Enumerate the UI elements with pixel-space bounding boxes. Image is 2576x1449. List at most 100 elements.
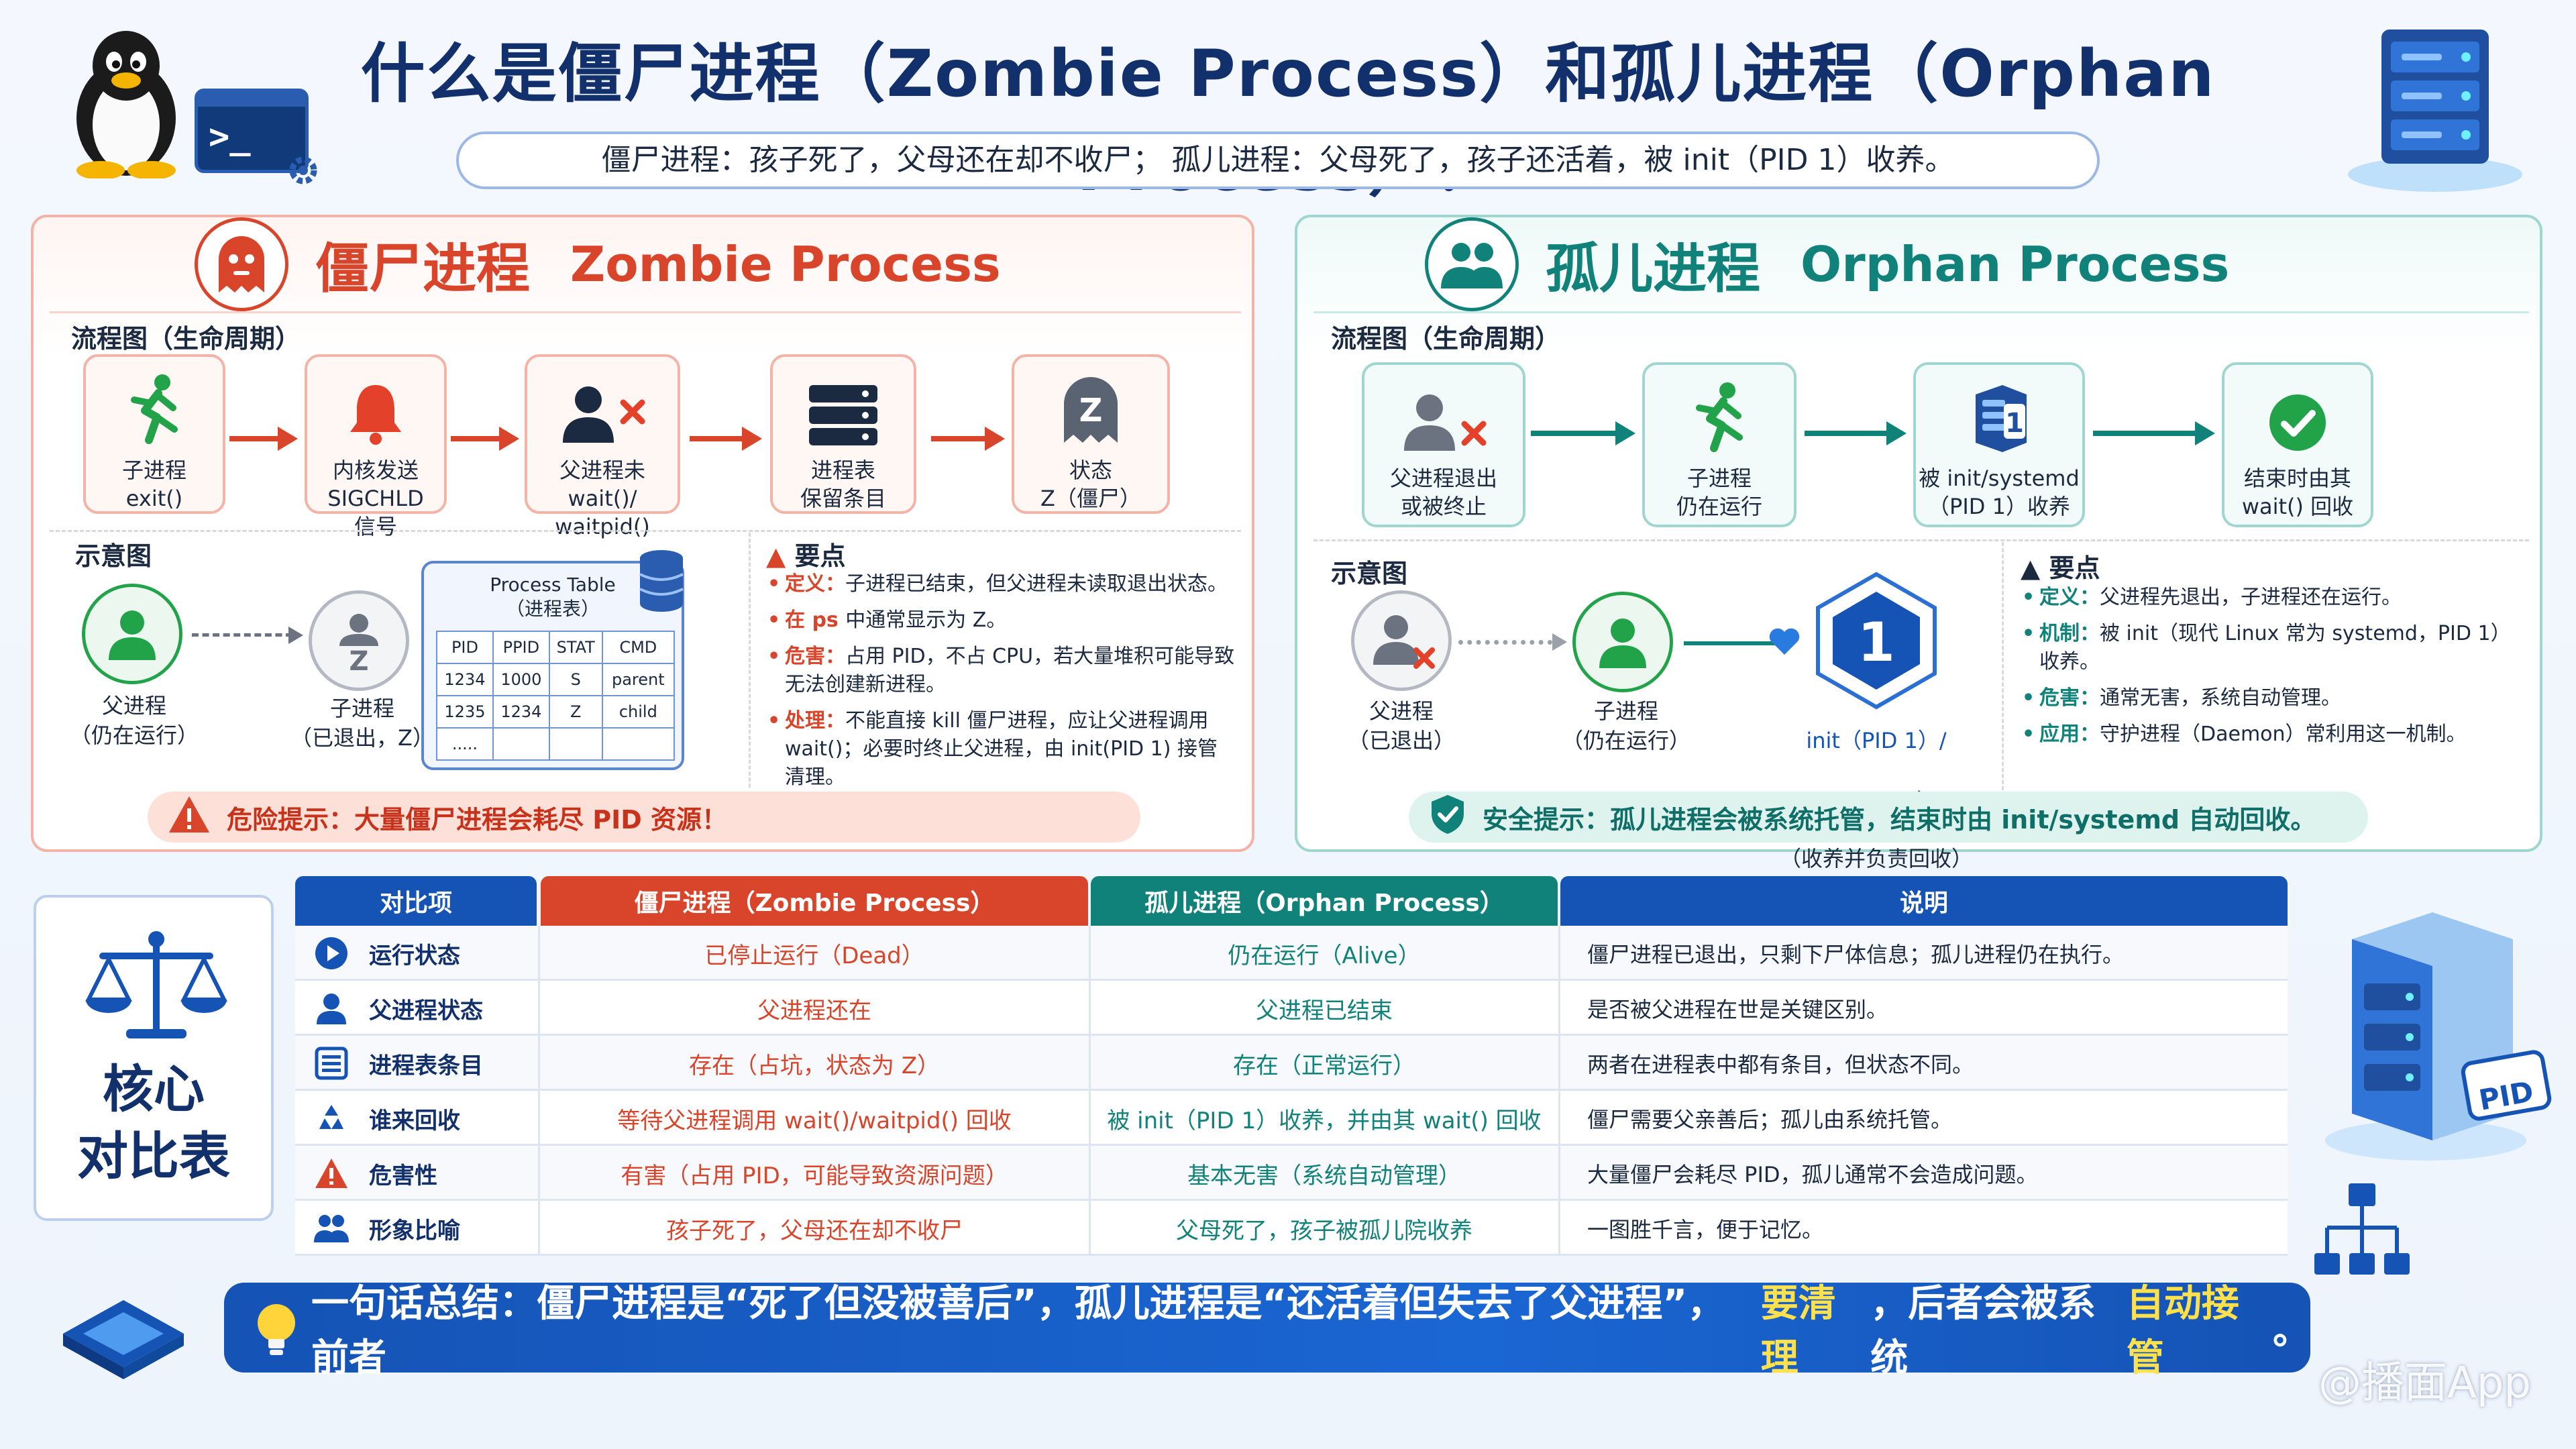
init-label: init（PID 1）/ systemd （收养并负责回收） bbox=[1779, 728, 1973, 871]
ghost-z-icon: Z bbox=[339, 614, 378, 673]
flow-arrow bbox=[931, 427, 1005, 451]
table-row: 进程表条目 存在（占坑，状态为 Z） 存在（正常运行） 两者在进程表中都有条目，… bbox=[295, 1036, 2288, 1091]
server-stack-icon bbox=[773, 366, 914, 447]
cmp-header-aspect: 对比项 bbox=[295, 876, 537, 926]
key-point: •危害：通常无害，系统自动管理。 bbox=[2022, 686, 2341, 710]
key-point: •应用：守护进程（Daemon）常利用这一机制。 bbox=[2022, 722, 2467, 746]
check-circle-icon bbox=[2224, 374, 2371, 455]
table-row: 危害性 有害（占用 PID，可能导致资源问题） 基本无害（系统自动管理） 大量僵… bbox=[295, 1146, 2288, 1201]
cmp-header-orphan: 孤儿进程（Orphan Process） bbox=[1091, 876, 1558, 926]
terminal-icon: >_ bbox=[195, 89, 309, 173]
page-title: 什么是僵尸进程（Zombie Process）和孤儿进程（Orphan Proc… bbox=[360, 36, 2216, 205]
orphan-title-en: Orphan Process bbox=[1801, 236, 2230, 292]
orphan-title-cn: 孤儿进程 bbox=[1546, 237, 1760, 300]
play-icon bbox=[311, 936, 352, 971]
cmp-body: 运行状态 已停止运行（Dead） 仍在运行（Alive） 僵尸进程已退出，只剩下… bbox=[295, 926, 2288, 1261]
server-pid-icon bbox=[2312, 899, 2567, 1170]
terminal-prompt: >_ bbox=[209, 117, 251, 157]
zombie-diagram-label: 示意图 bbox=[75, 541, 152, 571]
table-row: 运行状态 已停止运行（Dead） 仍在运行（Alive） 僵尸进程已退出，只剩下… bbox=[295, 926, 2288, 981]
zombie-child-label: 子进程 （已退出，Z） bbox=[290, 696, 434, 751]
recycle-icon bbox=[311, 1101, 352, 1136]
bell-icon bbox=[307, 366, 444, 447]
scales-icon bbox=[79, 930, 233, 1046]
flow-arrow bbox=[1531, 421, 1635, 445]
orphan-flow-label: 流程图（生命周期） bbox=[1331, 324, 1561, 354]
hierarchy-icon bbox=[2312, 1181, 2412, 1284]
zombie-step-1: 子进程 exit() bbox=[83, 354, 225, 514]
list-icon bbox=[311, 1046, 352, 1081]
zombie-step-4: 进程表 保留条目 bbox=[770, 354, 916, 514]
zombie-parent-node bbox=[82, 584, 182, 684]
orphan-key-title: ▲ 要点 bbox=[2021, 553, 2100, 583]
warning-icon: ▲ bbox=[766, 541, 786, 571]
zombie-parent-label: 父进程 （仍在运行） bbox=[69, 693, 199, 748]
zombie-child-node: Z bbox=[309, 590, 409, 691]
arrow-head bbox=[288, 627, 303, 644]
server-one-icon: 1 bbox=[1916, 374, 2082, 455]
table-row: 谁来回收 等待父进程调用 wait()/waitpid() 回收 被 init（… bbox=[295, 1091, 2288, 1146]
watermark: @播面App bbox=[2318, 1358, 2532, 1408]
shield-check-icon bbox=[1429, 794, 1466, 841]
ghost-icon bbox=[195, 217, 288, 311]
zombie-step-3: 父进程未 wait()/ waitpid() bbox=[525, 354, 680, 539]
key-point: •定义：子进程已结束，但父进程未读取退出状态。 bbox=[767, 572, 1228, 596]
warning-icon: ▲ bbox=[2021, 553, 2041, 583]
orphan-child-node bbox=[1572, 592, 1673, 692]
running-person-icon bbox=[1645, 374, 1794, 455]
users-icon bbox=[1425, 217, 1519, 311]
svg-text:1: 1 bbox=[2005, 408, 2024, 439]
server-rack-icon bbox=[2334, 16, 2536, 200]
flow-arrow bbox=[690, 427, 762, 451]
database-icon bbox=[636, 549, 687, 616]
init-number: 1 bbox=[1858, 611, 1895, 674]
zombie-step-5: Z 状态 Z（僵尸） bbox=[1012, 354, 1170, 514]
lightbulb-icon bbox=[251, 1300, 302, 1367]
zombie-panel-header: 僵尸进程 Zombie Process bbox=[195, 217, 1001, 311]
key-point: •处理：不能直接 kill 僵尸进程，应让父进程调用 wait()；必要时终止父… bbox=[767, 709, 1218, 789]
process-table-title: Process Table （进程表） bbox=[490, 574, 616, 620]
summary-banner: 一句话总结：僵尸进程是“死了但没被善后”，孤儿进程是“还活着但失去了父进程”，前… bbox=[224, 1282, 2310, 1380]
orphan-panel-header: 孤儿进程 Orphan Process bbox=[1425, 217, 2229, 311]
orphan-step-4: 结束时由其 wait() 回收 bbox=[2222, 362, 2373, 527]
flow-arrow bbox=[451, 427, 519, 451]
heart-hand-icon bbox=[1764, 620, 1805, 663]
zombie-title-cn: 僵尸进程 bbox=[315, 237, 530, 300]
orphan-safety-bar: 安全提示：孤儿进程会被系统托管，结束时由 init/systemd 自动回收。 bbox=[1409, 792, 2368, 843]
running-person-icon bbox=[86, 366, 223, 447]
flow-arrow bbox=[1805, 421, 1907, 445]
user-x-icon bbox=[527, 366, 678, 447]
table-row: 形象比喻 孩子死了，父母还在却不收尸 父母死了，孩子被孤儿院收养 一图胜千言，便… bbox=[295, 1201, 2288, 1256]
comparison-side-label: 核心 对比表 bbox=[77, 1059, 230, 1186]
user-icon bbox=[311, 991, 352, 1026]
key-point: •在 ps 中通常显示为 Z。 bbox=[767, 608, 1007, 632]
gear-icon bbox=[284, 152, 322, 192]
orphan-child-label: 子进程 （仍在运行） bbox=[1561, 698, 1690, 753]
comparison-side-card: 核心 对比表 bbox=[34, 895, 274, 1221]
user-x-icon bbox=[1373, 615, 1435, 669]
zombie-key-title: ▲ 要点 bbox=[766, 541, 846, 571]
dashed-link bbox=[192, 633, 292, 637]
adoption-link bbox=[1684, 641, 1791, 645]
orphan-step-2: 子进程 仍在运行 bbox=[1642, 362, 1796, 527]
zombie-title-en: Zombie Process bbox=[570, 236, 1001, 292]
user-icon bbox=[109, 610, 156, 660]
orphan-parent-label: 父进程 （已退出） bbox=[1347, 698, 1455, 753]
flow-arrow bbox=[229, 427, 298, 451]
init-hexagon-icon bbox=[1813, 572, 1940, 712]
users-icon bbox=[311, 1213, 352, 1244]
warning-icon bbox=[311, 1157, 352, 1189]
orphan-step-1: 父进程退出 或被终止 bbox=[1362, 362, 1525, 527]
flow-arrow bbox=[2093, 421, 2215, 445]
zombie-flow-label: 流程图（生命周期） bbox=[71, 324, 301, 354]
table-row: ..... bbox=[436, 727, 676, 761]
zombie-warning-bar: 危险提示：大量僵尸进程会耗尽 PID 资源！ bbox=[148, 792, 1140, 843]
dotted-link bbox=[1458, 640, 1552, 645]
cpu-chip-icon bbox=[43, 1267, 204, 1410]
svg-text:Z: Z bbox=[1079, 392, 1103, 429]
cmp-header-desc: 说明 bbox=[1560, 876, 2288, 926]
key-point: •机制：被 init（现代 Linux 常为 systemd，PID 1）收养。 bbox=[2022, 622, 2511, 674]
zombie-key-points: •定义：子进程已结束，但父进程未读取退出状态。 •在 ps 中通常显示为 Z。 … bbox=[767, 570, 1237, 800]
